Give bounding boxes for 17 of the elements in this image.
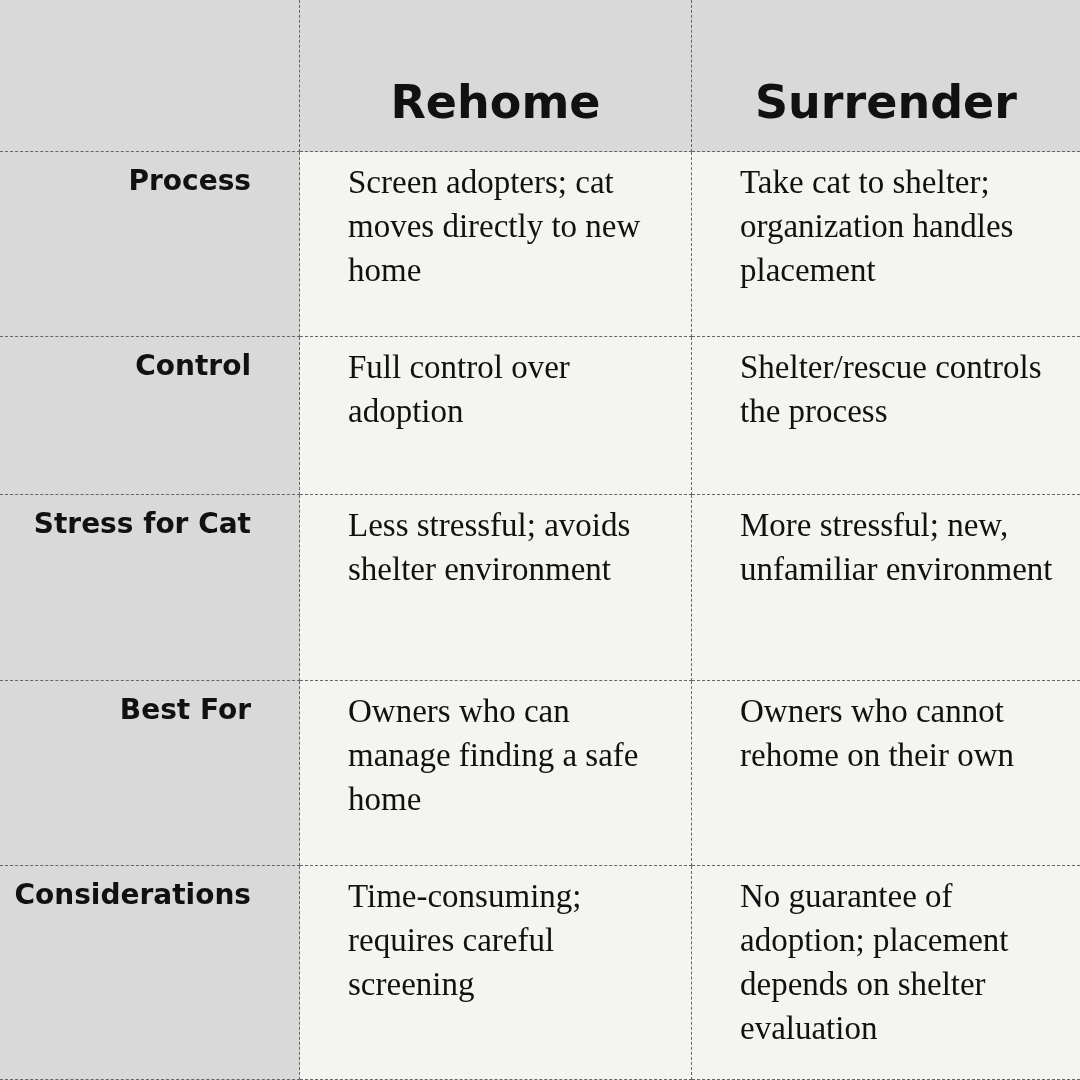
row-header: Best For (0, 681, 300, 866)
table-cell-text: Shelter/rescue controls the process (692, 337, 1080, 495)
table-cell-text: Owners who can manage finding a safe home (300, 681, 692, 866)
row-header: Considerations (0, 866, 300, 1080)
table-cell-text: Screen adopters; cat moves directly to new home (300, 152, 692, 337)
column-header: Surrender (692, 0, 1080, 152)
table-cell-text: Take cat to shelter; organization handles placement (692, 152, 1080, 337)
table-cell-text: Less stressful; avoids shelter environment (300, 495, 692, 681)
table-cell-text: Full control over adoption (300, 337, 692, 495)
column-header: Rehome (300, 0, 692, 152)
table-cell-text: More stressful; new, unfamiliar environment (692, 495, 1080, 681)
table-cell-text: Owners who cannot rehome on their own (692, 681, 1080, 866)
row-header: Control (0, 337, 300, 495)
row-header: Stress for Cat (0, 495, 300, 681)
table-cell-text: No guarantee of adoption; placement depends on shelter evaluation (692, 866, 1080, 1080)
table-cell-text: Time-consuming; requires careful screening (300, 866, 692, 1080)
row-header: Process (0, 152, 300, 337)
